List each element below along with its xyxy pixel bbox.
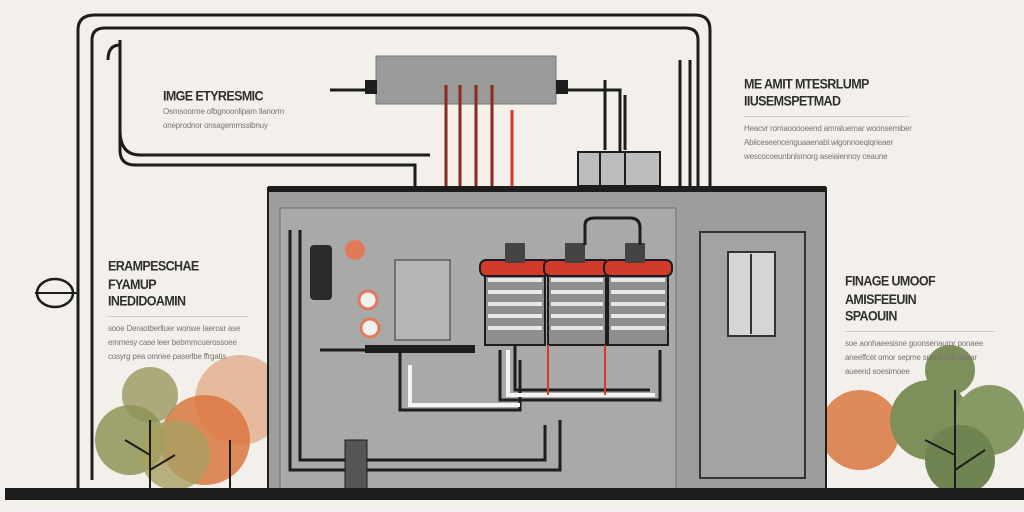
info-block-top-right: ME AMIT MTESRLUMP IIUSEMSPETMAD Heacvr r… [744,76,912,164]
block-text: wescocoeunbnlsmorg aseiaiennoy ceaune [744,152,888,161]
block-title: IMGE ETYRESMIC [163,88,264,104]
busbar-housing [375,55,557,105]
ground-line [5,488,1024,500]
info-block-top-left: IMGE ETYRESMIC Osmsoorme ofbgnoonlipam I… [163,88,303,133]
divider [845,331,995,332]
block-text: emmesy case leer bebmmcuerossoee [108,338,237,347]
block-title: ERAMPESCHAE FYAMUP [108,258,199,293]
trees-right [820,345,1024,495]
block-text: aneeffcet omor seprne snsnenne ocaar [845,353,977,362]
block-text: soe aonhaeesisne goonsenaumr ponaee [845,339,984,348]
divider [108,316,248,317]
block-title: FINAGE UMOOF AMISFEEUIN [845,273,936,308]
block-title: IIUSEMSPETMAD [744,93,841,109]
transformers [479,216,673,395]
block-title: INEDIDOAMIN [108,293,186,309]
divider [744,116,909,117]
overhead-pipes [76,13,712,490]
block-text: aueend soesirnoee [845,367,910,376]
block-text: sooe Deraotberlluer wonwe Iaerosr ase [108,324,241,333]
block-text: Osmsoorme ofbgnoonlipam Ilanorm [163,107,284,116]
block-text: Abiiceseencenguaaenabl.wigonnoeqiqrieaer [744,138,894,147]
info-block-mid-right: FINAGE UMOOF AMISFEEUIN SPAOUIN soe aonh… [845,273,995,379]
block-text: oneprodnor onsagemmssibnuy [163,121,268,130]
breaker-box [577,151,661,187]
block-text: cosyrg pea omnee paserlbe ffrgatis [108,352,227,361]
info-block-mid-left: ERAMPESCHAE FYAMUP INEDIDOAMIN sooe Dera… [108,258,248,364]
block-text: Heacvr romaooooeend amraluemar woonsemib… [744,124,912,133]
block-title: ME AMIT MTESRLUMP [744,76,869,92]
trees-left [95,355,285,490]
block-title: SPAOUIN [845,308,897,324]
